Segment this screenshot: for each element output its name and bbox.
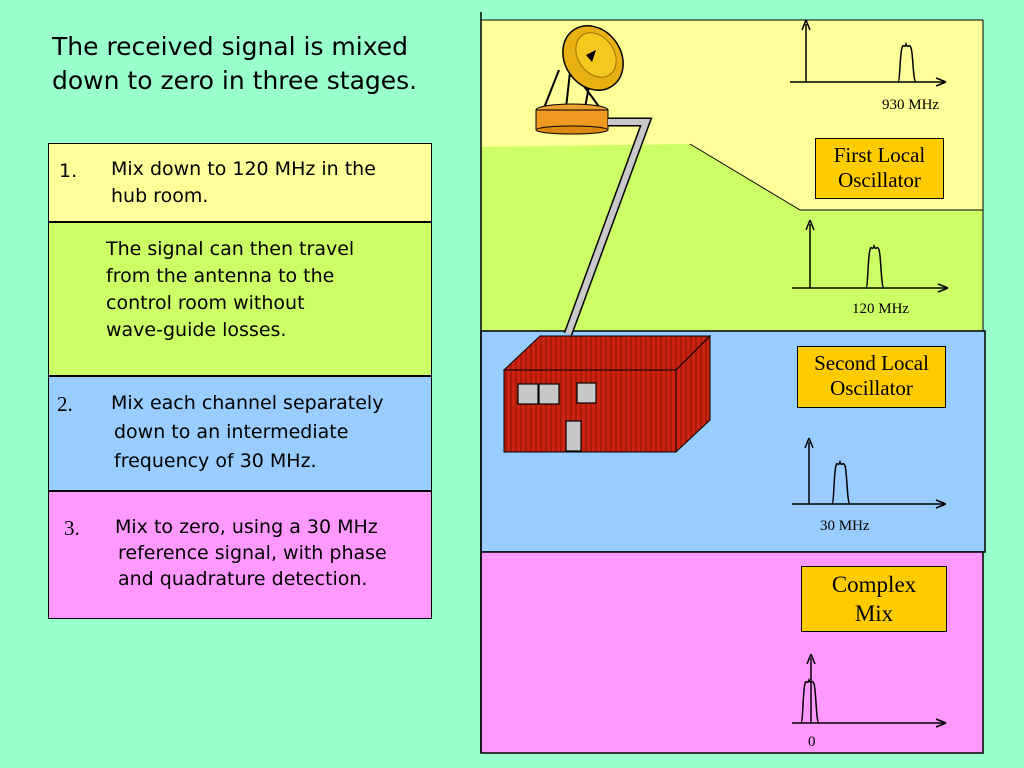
freq-label-30mhz: 30 MHz xyxy=(820,518,870,534)
control-room-house-icon xyxy=(502,334,712,454)
complex-mix-box: Complex Mix xyxy=(801,566,947,632)
slide-title: The received signal is mixed down to zer… xyxy=(52,30,417,98)
panel-line: Mix down to 120 MHz in the xyxy=(111,158,376,180)
freq-label-930mhz: 930 MHz xyxy=(882,97,940,113)
spectrum-30mhz xyxy=(792,437,947,509)
step-number: 1. xyxy=(59,160,78,182)
panel-step-3: 3. Mix to zero, using a 30 MHz reference… xyxy=(48,491,432,619)
box-line: Second Local xyxy=(814,351,929,375)
spectrum-120mhz xyxy=(792,219,949,293)
hill-outline xyxy=(689,143,983,211)
freq-label-zero: 0 xyxy=(808,734,816,750)
panel-line: down to an intermediate xyxy=(114,421,349,443)
panel-line: and quadrature detection. xyxy=(118,568,368,590)
waveguide-cable xyxy=(563,117,653,336)
freq-label-120mhz: 120 MHz xyxy=(852,301,910,317)
box-line: Oscillator xyxy=(830,376,913,400)
panel-line: reference signal, with phase xyxy=(118,542,387,564)
step-number: 3. xyxy=(64,516,80,540)
dish-antenna-icon xyxy=(535,25,624,135)
title-line-2: down to zero in three stages. xyxy=(52,66,418,95)
panel-line: Mix each channel separately xyxy=(111,392,384,414)
spectrum-930mhz xyxy=(790,19,947,87)
title-line-1: The received signal is mixed xyxy=(52,32,409,61)
box-line: Complex xyxy=(831,572,917,597)
panel-line: The signal can then travel xyxy=(106,238,355,260)
box-line: First Local xyxy=(833,143,926,167)
step-number: 2. xyxy=(57,392,73,416)
second-local-oscillator-box: Second Local Oscillator xyxy=(797,346,946,408)
panel-line: control room without xyxy=(106,292,305,314)
panel-line: hub room. xyxy=(111,185,209,207)
first-local-oscillator-box: First Local Oscillator xyxy=(815,138,944,199)
green-hill-band xyxy=(481,144,983,331)
panel-step-1: 1. Mix down to 120 MHz in the hub room. xyxy=(48,143,432,222)
panel-line: Mix to zero, using a 30 MHz xyxy=(115,516,378,538)
box-line: Oscillator xyxy=(838,168,921,192)
panel-waveguide-note: The signal can then travel from the ante… xyxy=(48,222,432,376)
panel-step-2: 2. Mix each channel separately down to a… xyxy=(48,376,432,491)
panel-line: from the antenna to the xyxy=(106,265,335,287)
panel-line: frequency of 30 MHz. xyxy=(114,450,317,472)
box-line: Mix xyxy=(854,601,894,626)
spectrum-zero xyxy=(792,653,947,728)
panel-line: wave-guide losses. xyxy=(106,319,287,341)
